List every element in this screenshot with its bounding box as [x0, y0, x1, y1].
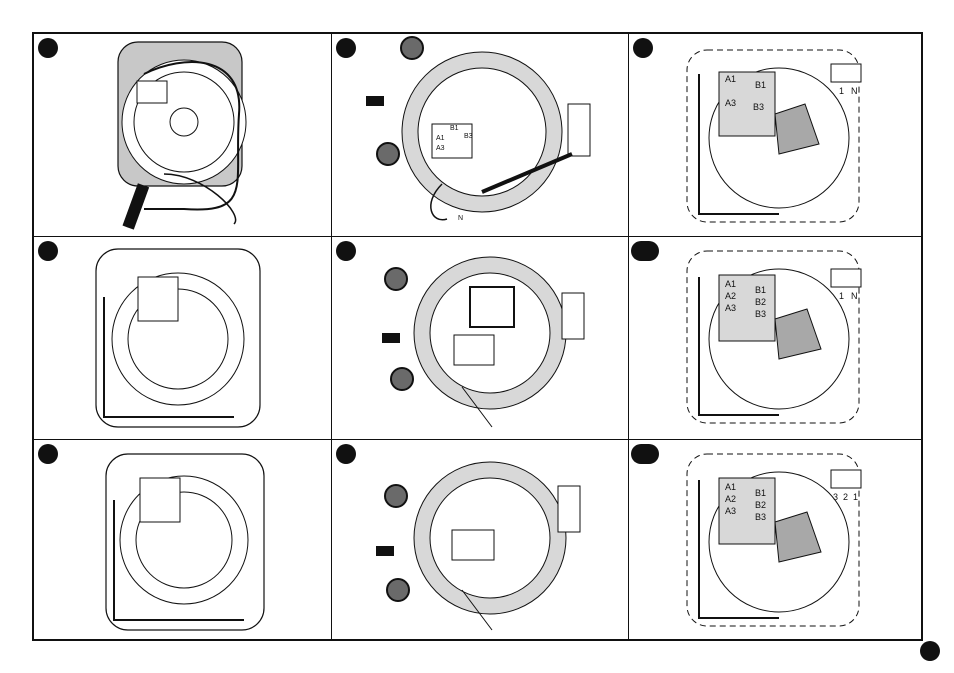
- terminal-1: 1: [839, 291, 844, 301]
- panel-6: A1 A2 A3 B1 B2 B3 1 N: [629, 237, 923, 440]
- terminal-b1: B1: [755, 80, 766, 90]
- terminal-b3: B3: [753, 102, 764, 112]
- terminal-a3: A3: [725, 506, 736, 516]
- heater-diagram: [95, 248, 261, 428]
- terminal-b3: B3: [464, 133, 473, 140]
- page-marker: [920, 641, 940, 661]
- wiring-diagram: A1 A2 A3 B1 B2 B3 1 N: [686, 250, 862, 424]
- wiring-diagram: A1 A2 A3 B1 B2 B3 3 2 1: [686, 453, 862, 627]
- step-marker: [38, 38, 58, 58]
- panel-1: [34, 34, 332, 237]
- terminal-b3: B3: [755, 309, 766, 319]
- terminal-a1: A1: [436, 135, 445, 142]
- terminal-b2: B2: [755, 500, 766, 510]
- panel-3: A1 A3 B1 B3 1 N: [629, 34, 923, 237]
- terminal-b1: B1: [450, 125, 459, 132]
- heater-diagram: [376, 461, 581, 631]
- wiring-diagram: A1 A3 B1 B3 1 N: [686, 49, 862, 223]
- terminal-a3: A3: [725, 303, 736, 313]
- panel-8: [332, 440, 629, 641]
- heater-diagram: [105, 453, 265, 631]
- step-marker: [38, 444, 58, 464]
- terminal-n: N: [851, 86, 858, 96]
- step-marker: [38, 241, 58, 261]
- step-marker: [633, 38, 653, 58]
- instruction-grid: B1 B3 A1 A3 N A1 A3 B1 B3 1 N: [32, 32, 923, 641]
- step-marker: [336, 241, 356, 261]
- panel-4: [34, 237, 332, 440]
- step-marker: [336, 444, 356, 464]
- terminal-b3: B3: [755, 512, 766, 522]
- terminal-b1: B1: [755, 285, 766, 295]
- terminal-a3: A3: [436, 145, 445, 152]
- terminal-1: 1: [853, 492, 858, 502]
- terminal-n: N: [458, 215, 463, 222]
- panel-2: B1 B3 A1 A3 N: [332, 34, 629, 237]
- terminal-n: N: [851, 291, 858, 301]
- terminal-2: 2: [843, 492, 848, 502]
- heater-diagram: [382, 256, 585, 428]
- step-marker: [631, 444, 659, 464]
- terminal-3: 3: [833, 492, 838, 502]
- panel-5: [332, 237, 629, 440]
- terminal-a3: A3: [725, 98, 736, 108]
- terminal-b1: B1: [755, 488, 766, 498]
- terminal-a2: A2: [725, 291, 736, 301]
- terminal-a1: A1: [725, 74, 736, 84]
- step-marker: [336, 38, 356, 58]
- panel-9: A1 A2 A3 B1 B2 B3 3 2 1: [629, 440, 923, 641]
- terminal-a2: A2: [725, 494, 736, 504]
- terminal-b2: B2: [755, 297, 766, 307]
- panel-7: [34, 440, 332, 641]
- terminal-a1: A1: [725, 482, 736, 492]
- terminal-1: 1: [839, 86, 844, 96]
- heater-diagram: B1 B3 A1 A3 N: [366, 36, 591, 222]
- heater-diagram: [117, 41, 247, 230]
- step-marker: [631, 241, 659, 261]
- terminal-a1: A1: [725, 279, 736, 289]
